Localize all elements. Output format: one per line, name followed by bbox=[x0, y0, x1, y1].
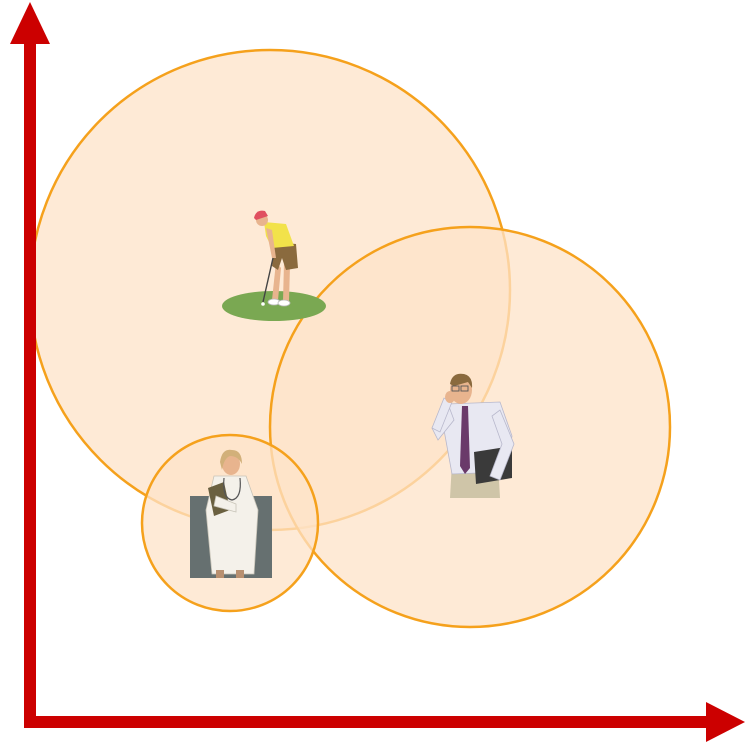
x-axis-line bbox=[24, 716, 710, 728]
doctor-with-clipboard-illustration bbox=[190, 449, 272, 578]
bubbles bbox=[28, 48, 672, 629]
businessman-on-phone-illustration bbox=[431, 373, 515, 498]
putting-green bbox=[222, 291, 326, 321]
y-axis-arrowhead bbox=[10, 2, 50, 44]
y-axis-line bbox=[24, 38, 36, 728]
x-axis-arrowhead bbox=[706, 702, 745, 742]
axes bbox=[10, 2, 745, 742]
golfer-illustration bbox=[222, 210, 326, 321]
